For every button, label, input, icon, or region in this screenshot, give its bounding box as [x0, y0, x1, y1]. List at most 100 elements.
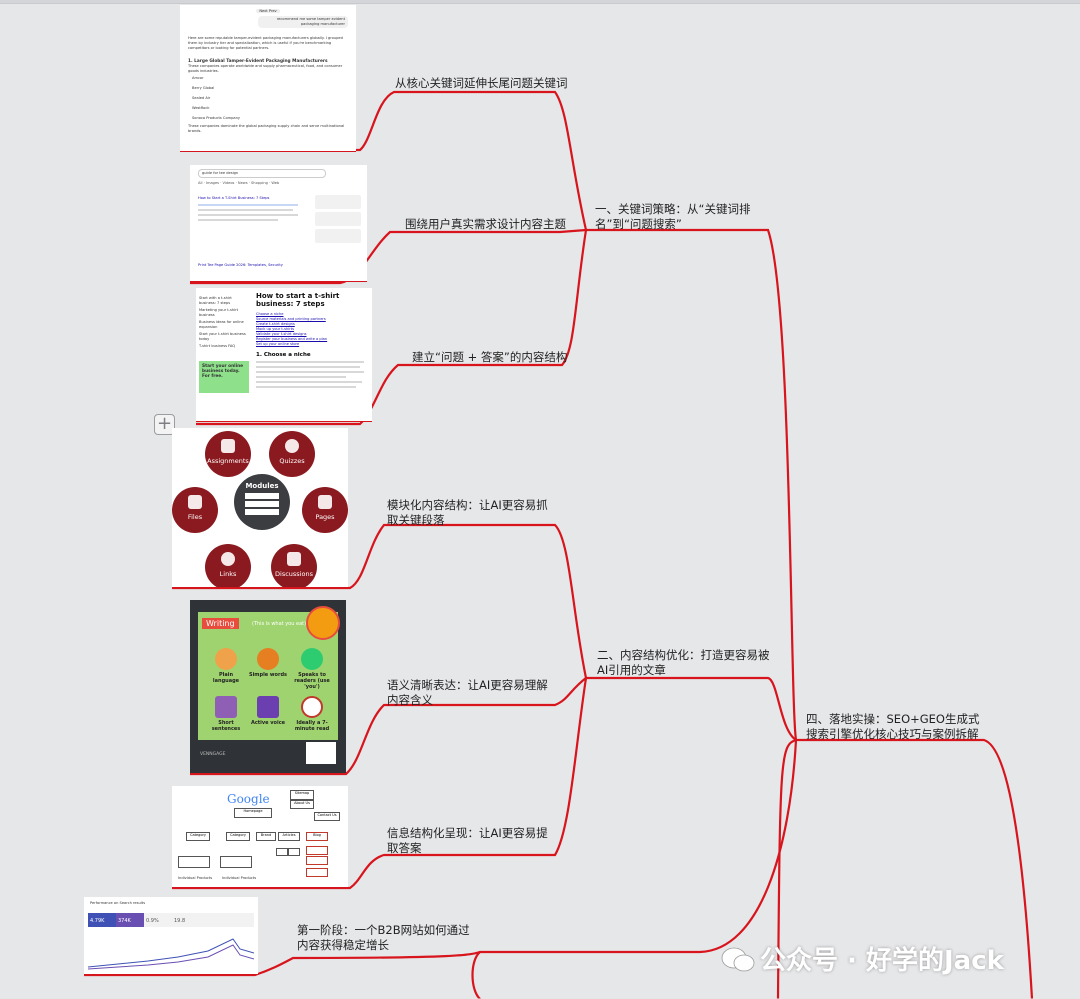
branch-2-child-2-label[interactable]: 语义清晰表达：让AI更容易理解内容含义	[387, 678, 548, 707]
writing-cell: Plain language	[206, 648, 246, 684]
chat-footer: These companies dominate the global pack…	[188, 124, 345, 133]
sitemap-category: Category	[226, 832, 250, 841]
branch-1-child-3-label[interactable]: 建立“问题 + 答案”的内容结构	[412, 350, 568, 364]
article-sidebar-item[interactable]: Business ideas for online expansion	[199, 320, 244, 329]
module-quizzes-icon: Quizzes	[269, 431, 315, 477]
branch-1-child-2	[190, 228, 587, 285]
analytics-metric: 0.9%	[146, 918, 159, 924]
article-screenshot[interactable]: Start with a t-shirt business: 7 steps M…	[196, 288, 372, 422]
branch-3-child-label[interactable]: 第一阶段：一个B2B网站如何通过内容获得稳定增长	[297, 923, 470, 952]
branch-1-trunk	[586, 228, 798, 741]
module-links-icon: Links	[205, 544, 251, 587]
chat-intro: Here are some reputable tamper-evident p…	[188, 36, 343, 50]
article-step[interactable]: Choose a niche	[256, 312, 284, 316]
branch-2-label[interactable]: 二、内容结构优化：打造更容易被AI引用的文章	[597, 648, 770, 677]
branch-2-child-3-label[interactable]: 信息结构化呈现：让AI更容易提取答案	[387, 826, 548, 855]
branch-2-child-1-label[interactable]: 模块化内容结构：让AI更容易抓取关键段落	[387, 498, 548, 527]
sitemap-footer-label: Individual Products	[222, 876, 257, 880]
module-discussions-icon: Discussions	[271, 544, 317, 587]
analytics-title: Performance on Search results	[90, 901, 146, 905]
writing-pencil-icon	[306, 606, 340, 640]
writing-cell: Short sentences	[206, 696, 246, 732]
writing-brand: VENNGAGE	[200, 752, 226, 757]
search-tabs[interactable]: All · Images · Videos · News · Shopping …	[198, 181, 280, 185]
writing-cell: Simple words	[248, 648, 288, 678]
branch-1-label[interactable]: 一、关键词策略：从“关键词排名”到“问题搜索”	[595, 202, 751, 231]
sitemap-top-box: Sitemap	[290, 790, 314, 800]
google-logo: Google	[227, 792, 270, 806]
article-sidebar-item[interactable]: Marketing your t-shirt business	[199, 308, 239, 317]
chat-screenshot[interactable]: Next Prev recommend me some tamper evide…	[180, 5, 356, 152]
sitemap-top-box: About Us	[290, 800, 314, 809]
chat-query: recommend me some tamper evident packagi…	[258, 16, 348, 28]
branch-1-child-2-label[interactable]: 围绕用户真实需求设计内容主题	[405, 217, 566, 231]
sitemap-category: Brand	[256, 832, 276, 841]
analytics-metric: 19.8	[174, 918, 186, 924]
article-cta-box[interactable]: Start your online business today. For fr…	[199, 361, 249, 393]
writing-emoji-icon	[306, 742, 336, 764]
search-screenshot[interactable]: guide for tee design All · Images · Vide…	[190, 165, 367, 282]
article-step[interactable]: Mock up your t-shirts	[256, 327, 295, 331]
module-files-icon: Files	[172, 487, 218, 533]
writing-cell: Ideally a 7-minute read	[292, 696, 332, 732]
article-sidebar-item[interactable]: Start your t-shirt business today	[199, 332, 246, 341]
article-step[interactable]: Register your business and write a plan	[256, 337, 328, 341]
sitemap-diagram[interactable]: Google Homepage Sitemap About Us Contact…	[172, 786, 348, 888]
chat-heading: 1. Large Global Tamper-Evident Packaging…	[188, 59, 328, 64]
branch-1-child-1-label[interactable]: 从核心关键词延伸长尾问题关键词	[395, 76, 568, 90]
branch-1-child-1	[190, 90, 588, 231]
branch-2-trunk	[586, 676, 797, 741]
module-assignments-icon: Assignments	[205, 431, 251, 477]
branch-2-child-3	[172, 677, 588, 890]
sitemap-homepage: Homepage	[234, 808, 272, 818]
chat-company: Sonoco Products Company	[192, 116, 241, 120]
writing-subtitle: (This is what you eat)	[252, 621, 307, 627]
article-step[interactable]: Validate your t-shirt designs	[256, 332, 307, 336]
chat-company: Berry Global	[192, 86, 215, 90]
wechat-icon	[721, 947, 755, 972]
article-sidebar-item[interactable]: Start with a t-shirt business: 7 steps	[199, 296, 232, 305]
top-toolbar-edge	[0, 0, 1080, 4]
sitemap-category: Blog	[306, 832, 328, 841]
article-section-heading: 1. Choose a niche	[256, 352, 311, 358]
chat-company: Sealed Air	[192, 96, 211, 100]
article-step[interactable]: Source materials and printing partners	[256, 317, 326, 321]
chat-subheading: These companies operate worldwide and su…	[188, 64, 343, 73]
search-result-title[interactable]: How to Start a T-Shirt Business: 7 Steps	[198, 196, 270, 200]
search-result-site[interactable]: Print Tee Page Guide 2026: Templates, Se…	[198, 263, 283, 267]
sitemap-top-box: Contact Us	[314, 812, 340, 821]
writing-cell: Active voice	[248, 696, 288, 726]
modules-diagram[interactable]: Modules Assignments Quizzes Pages Discus…	[172, 428, 348, 588]
modules-center: Modules	[234, 474, 290, 530]
analytics-metric: 4.79K	[88, 913, 116, 927]
root-node-label[interactable]: 四、落地实操：SEO+GEO生成式搜索引擎优化核心技巧与案例拆解	[806, 712, 980, 741]
writing-infographic[interactable]: Writing (This is what you eat) Plain lan…	[190, 600, 346, 774]
writing-cell: Speaks to readers (use 'you')	[292, 648, 332, 690]
analytics-line-chart	[88, 938, 254, 970]
article-title: How to start a t-shirt business: 7 steps	[256, 292, 340, 308]
sitemap-footer-label: Individual Products	[178, 876, 213, 880]
analytics-screenshot[interactable]: Performance on Search results 4.79K 374K…	[84, 897, 258, 975]
branch-3-line-b	[84, 950, 481, 977]
branch-2-child-2	[190, 677, 587, 776]
search-query[interactable]: guide for tee design	[198, 169, 326, 178]
writing-title: Writing	[202, 618, 239, 629]
chat-nav-button[interactable]: Next Prev	[256, 9, 280, 13]
root-line-2	[796, 738, 1034, 999]
analytics-metric: 374K	[116, 913, 144, 927]
watermark: 公众号 · 好学的Jack	[720, 940, 1004, 977]
article-step[interactable]: Create t-shirt designs	[256, 322, 295, 326]
chat-company: Amcor	[192, 76, 204, 80]
branch-2-child-1	[172, 523, 588, 679]
sitemap-category: Category	[186, 832, 210, 841]
branch-3-child	[471, 739, 798, 999]
article-step[interactable]: Set up your online store	[256, 342, 300, 346]
sitemap-category: Articles	[278, 832, 300, 841]
chat-company: WestRock	[192, 106, 210, 110]
add-node-button[interactable]: +	[154, 414, 175, 435]
root-line	[776, 738, 797, 999]
module-pages-icon: Pages	[302, 487, 348, 533]
article-sidebar-item[interactable]: T-shirt business FAQ	[199, 344, 236, 348]
